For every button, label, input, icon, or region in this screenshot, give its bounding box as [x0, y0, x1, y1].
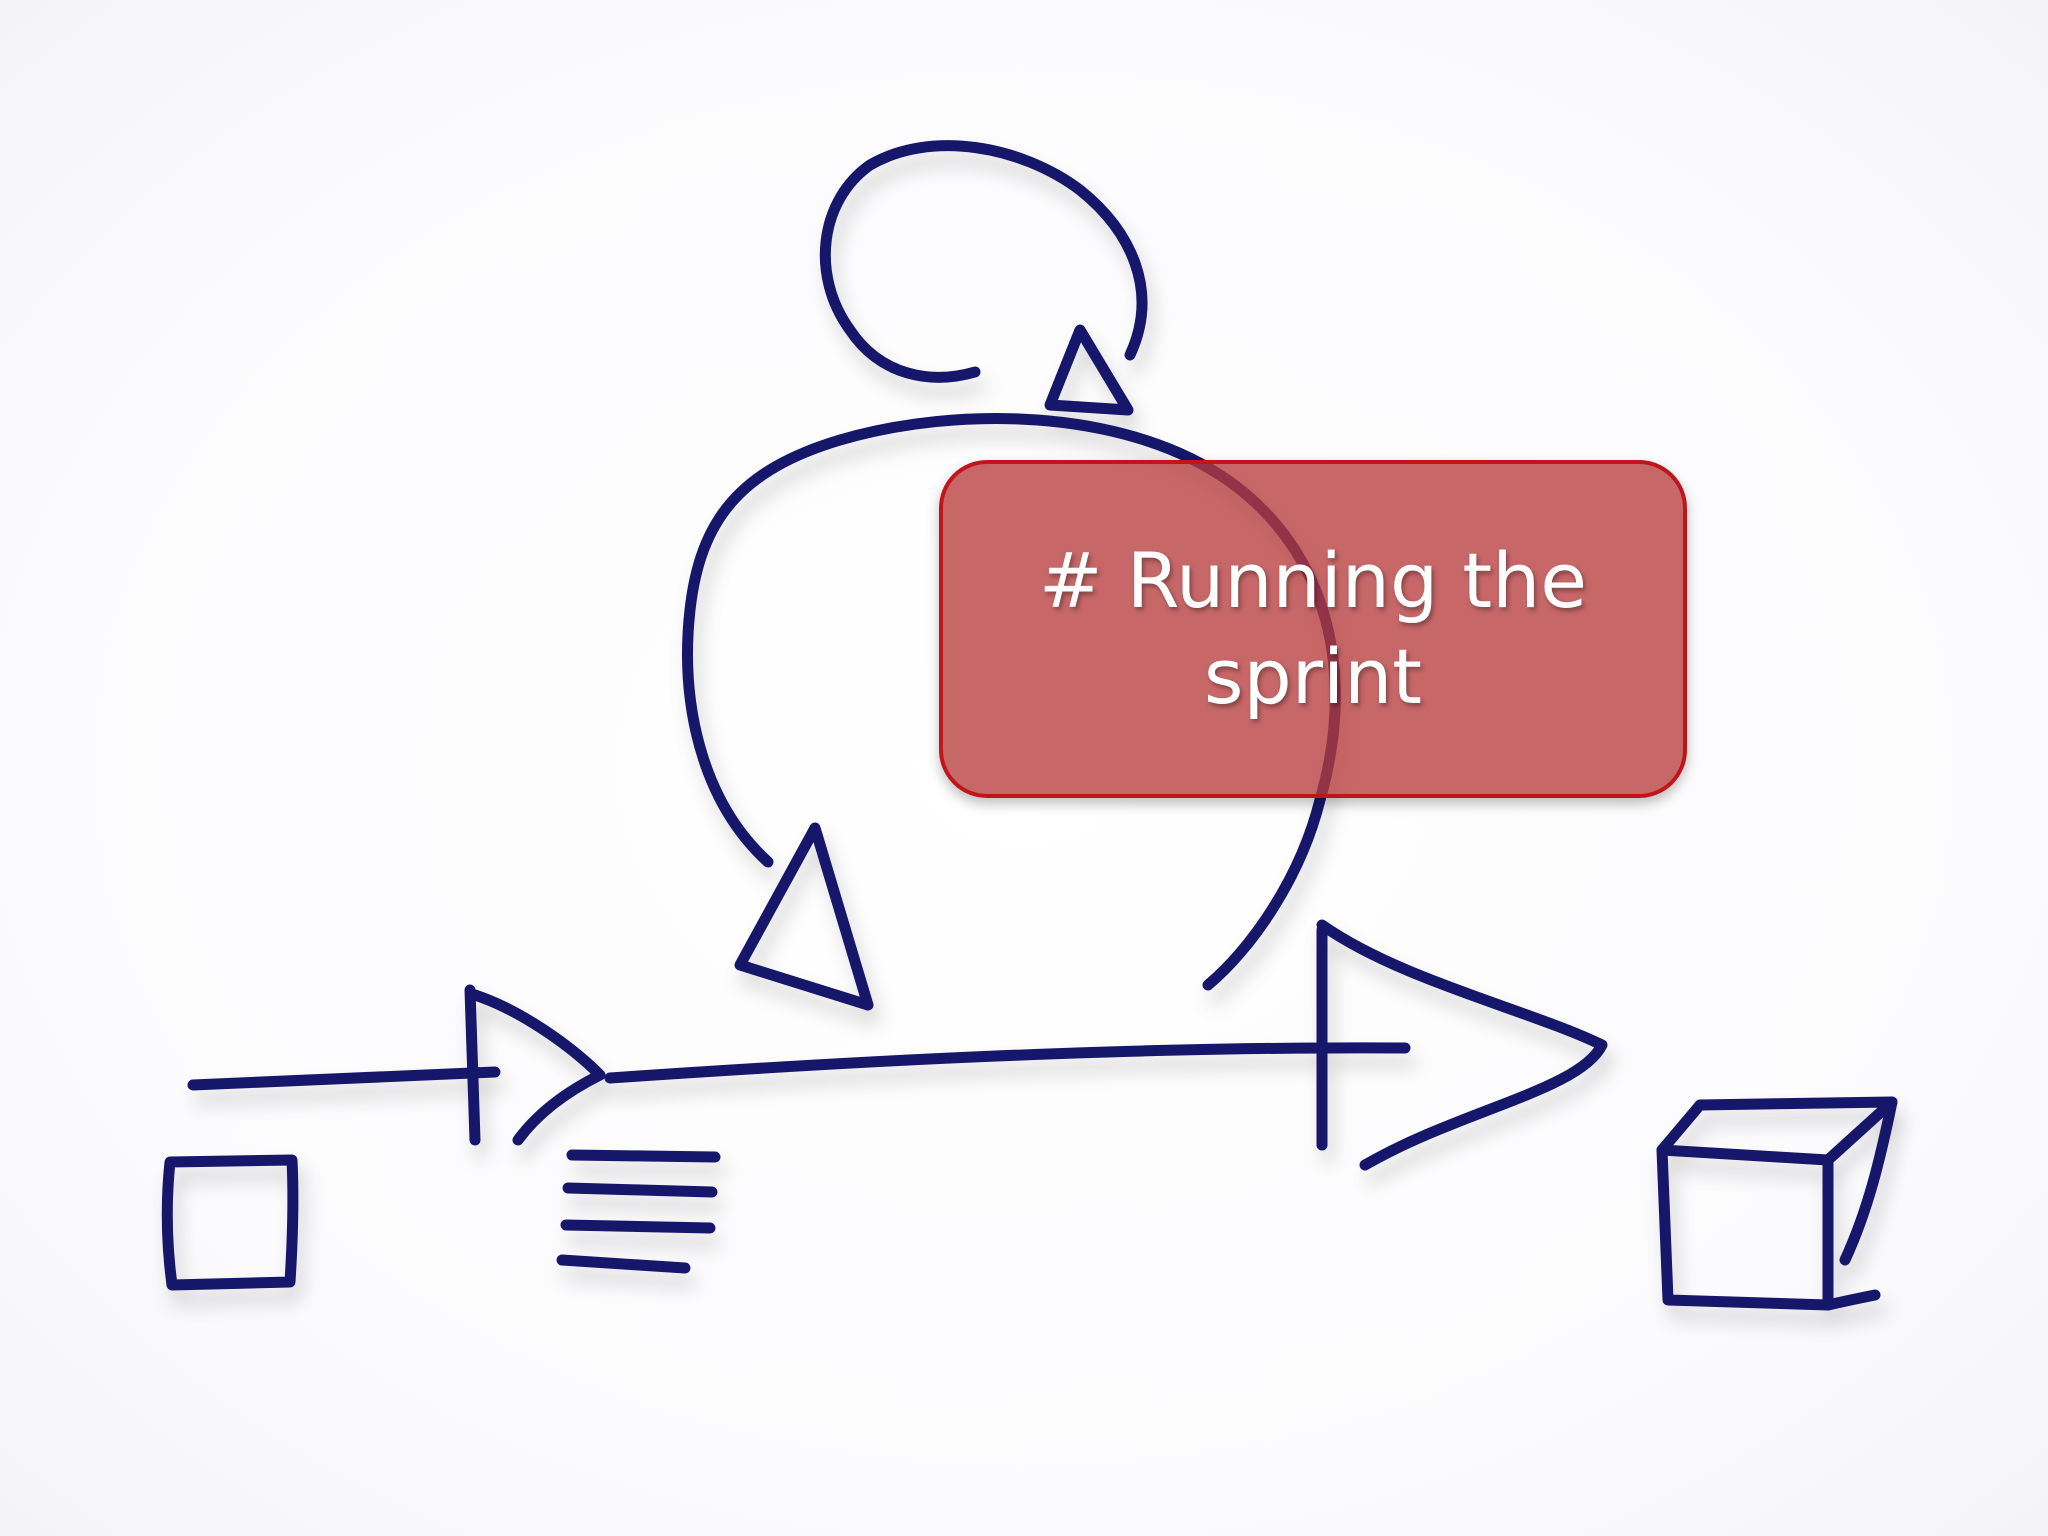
section-title-callout: # Running the sprint — [939, 460, 1687, 798]
section-title-text: # Running the sprint — [1038, 536, 1588, 721]
input-box-icon — [161, 1154, 299, 1291]
product-cube-icon — [1656, 1096, 1898, 1311]
daily-loop-icon — [819, 140, 1148, 416]
backlog-list-icon — [556, 1149, 721, 1274]
sprint-loop-icon — [682, 413, 1341, 1011]
timeline-arrow-icon — [187, 919, 1608, 1171]
